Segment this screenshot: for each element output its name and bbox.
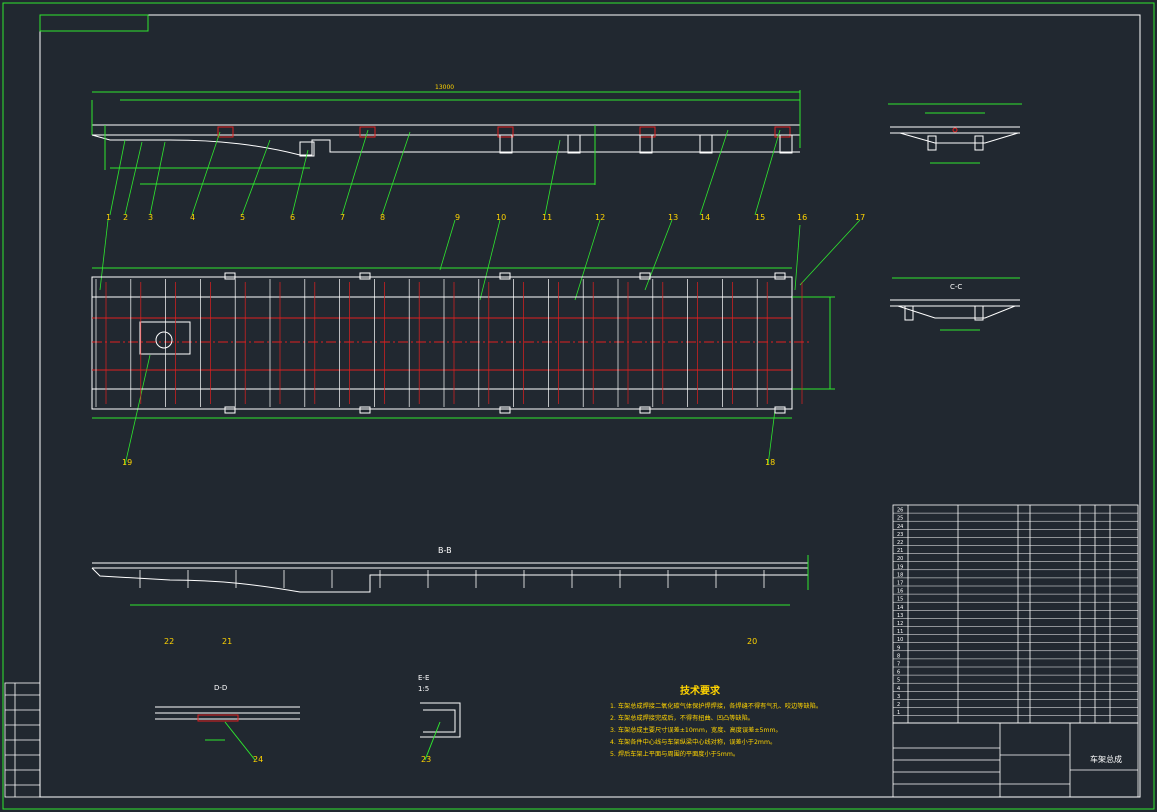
bom-row-number: 6 (897, 670, 900, 676)
bom-row-number: 16 (897, 589, 903, 595)
bom-row-number: 25 (897, 516, 903, 522)
plan-view (91, 267, 835, 419)
section-d-title: D-D (214, 684, 227, 692)
tech-req-item-1: 1. 车架总成焊接二氧化碳气体保护焊焊接，各焊缝不得有气孔、咬边等缺陷。 (610, 702, 822, 710)
section-b-title: B-B (438, 546, 452, 555)
corner-code-box (39, 14, 149, 32)
balloon-7: 7 (340, 213, 345, 222)
balloon-24: 24 (253, 755, 263, 764)
bom-row-number: 17 (897, 581, 903, 587)
bom-row-number: 23 (897, 532, 903, 538)
balloon-13: 13 (668, 213, 678, 222)
bom-row-number: 2 (897, 702, 900, 708)
balloon-10: 10 (496, 213, 506, 222)
plan-cross-members (95, 279, 803, 407)
bom-row-number: 10 (897, 637, 903, 643)
section-c-title: C-C (950, 283, 962, 291)
bom-row-number: 1 (897, 710, 900, 716)
bom-row-number: 13 (897, 613, 903, 619)
bom-row-number: 8 (897, 653, 900, 659)
bom-row-number: 21 (897, 548, 903, 554)
section-e-view (420, 702, 461, 761)
side-elevation-view (91, 90, 801, 185)
balloon-4: 4 (190, 213, 195, 222)
section-e-label: E-E 1:5 (418, 674, 429, 693)
balloon-3: 3 (148, 213, 153, 222)
section-b-stiffeners (139, 570, 765, 588)
bill-of-materials (892, 504, 1139, 724)
bom-row-number: 14 (897, 605, 903, 611)
tech-req-item-4: 4. 车架各件中心线与车架纵梁中心线对称，误差小于2mm。 (610, 738, 776, 746)
drawing-name: 车架总成 (1090, 754, 1122, 764)
title-block (892, 722, 1139, 798)
bom-row-number: 22 (897, 540, 903, 546)
balloon-21: 21 (222, 637, 232, 646)
balloon-22: 22 (164, 637, 174, 646)
balloon-14: 14 (700, 213, 710, 222)
bom-row-number: 26 (897, 508, 903, 514)
tech-req-heading: 技术要求 (680, 684, 721, 697)
bom-row-number: 15 (897, 597, 903, 603)
tech-req-item-3: 3. 车架总成主要尺寸误差±10mm，宽度、高度误差±5mm。 (610, 726, 782, 734)
balloon-12: 12 (595, 213, 605, 222)
balloon-9: 9 (455, 213, 460, 222)
bom-row-number: 18 (897, 572, 903, 578)
technical-requirements: 技术要求 1. 车架总成焊接二氧化碳气体保护焊焊接，各焊缝不得有气孔、咬边等缺陷… (610, 684, 822, 758)
tech-req-item-5: 5. 焊后车架上平面与周围的平面度小于5mm。 (610, 750, 739, 758)
balloon-23: 23 (421, 755, 431, 764)
balloon-numbers: 1 2 3 4 5 6 7 8 9 10 11 12 13 14 15 16 1… (106, 213, 865, 764)
section-e-title: E-E (418, 674, 429, 682)
balloon-1: 1 (106, 213, 111, 222)
bom-row-number: 3 (897, 694, 900, 700)
overall-length-dim: 13000 (435, 84, 454, 91)
bom-row-number: 9 (897, 645, 900, 651)
bom-row-number: 11 (897, 629, 903, 635)
section-d-label: D-D (214, 684, 227, 692)
section-b-view (91, 555, 809, 606)
tech-req-item-2: 2. 车架总成焊接完成后，不得有扭曲、凹凸等缺陷。 (610, 714, 754, 722)
bom-row-number: 5 (897, 678, 900, 684)
bom-rows: 2625242322212019181716151413121110987654… (893, 508, 1138, 716)
section-b-label: B-B (438, 546, 452, 555)
balloon-17: 17 (855, 213, 865, 222)
balloon-leaders-top (99, 129, 861, 466)
balloon-16: 16 (797, 213, 807, 222)
balloon-19: 19 (122, 458, 132, 467)
bom-row-number: 12 (897, 621, 903, 627)
bom-row-number: 7 (897, 662, 900, 668)
top-dimensions: 13000 (435, 84, 454, 91)
inner-frame (39, 14, 1141, 798)
balloon-2: 2 (123, 213, 128, 222)
section-labels-right: C-C (950, 283, 962, 291)
bom-row-number: 4 (897, 686, 900, 692)
balloon-18: 18 (765, 458, 775, 467)
section-e-scale: 1:5 (418, 685, 429, 693)
balloon-5: 5 (240, 213, 245, 222)
balloon-8: 8 (380, 213, 385, 222)
balloon-15: 15 (755, 213, 765, 222)
bom-row-number: 20 (897, 556, 903, 562)
balloon-11: 11 (542, 213, 552, 222)
bom-row-number: 24 (897, 524, 903, 530)
bom-row-number: 19 (897, 564, 903, 570)
title-block-text: 车架总成 (1090, 754, 1122, 764)
left-revision-strip (4, 682, 41, 798)
section-view-c (890, 277, 1020, 331)
section-d-view (155, 706, 300, 761)
balloon-6: 6 (290, 213, 295, 222)
balloon-20: 20 (747, 637, 757, 646)
section-view-b (888, 103, 1022, 164)
